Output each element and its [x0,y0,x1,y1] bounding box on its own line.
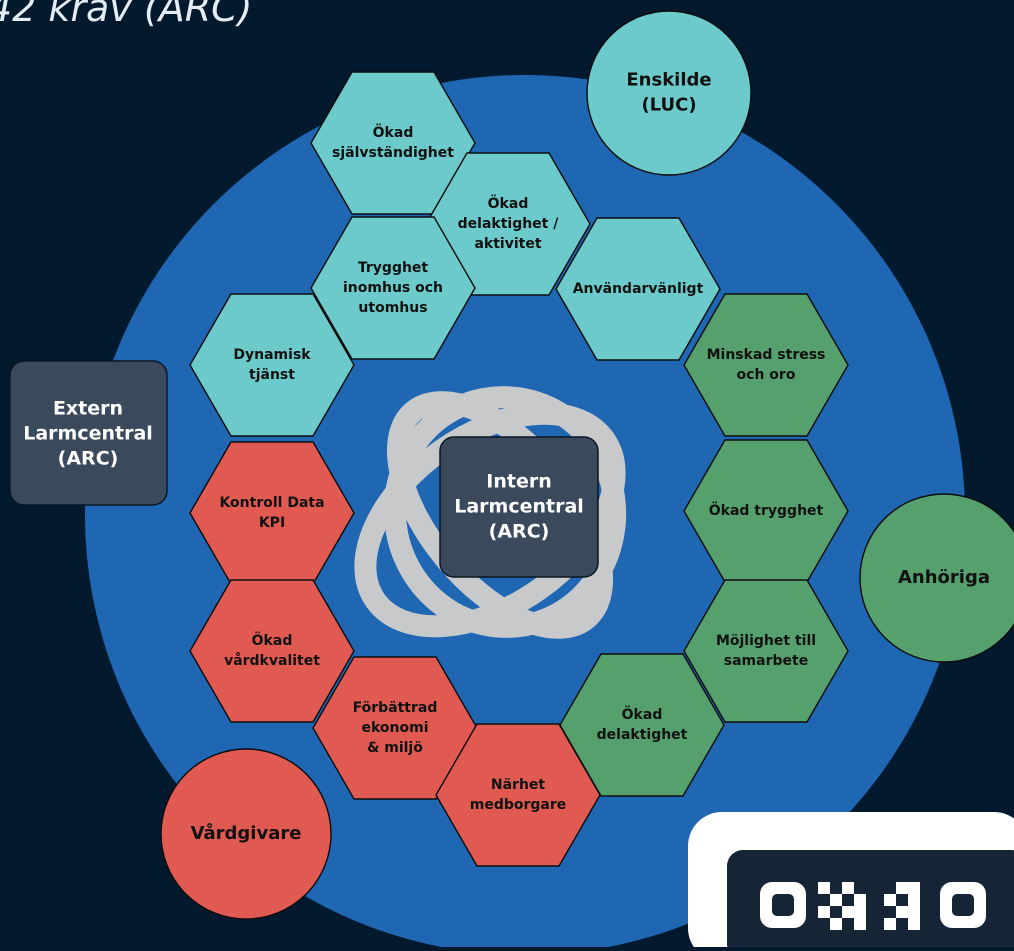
text-line: medborgare [470,797,567,813]
text-line: Trygghet [358,260,429,276]
hexagon-dynamisk-tjanst: Dynamisk tjänst [189,293,355,437]
hexagon-shape [555,217,721,361]
text-line: utomhus [358,300,427,316]
stakeholder-circle [586,10,752,176]
hexagon-label: Ökad trygghet [709,501,824,519]
text-line: inomhus och [343,280,443,296]
text-line: delaktighet [597,727,688,743]
hexagon-shape [683,293,849,437]
hexagon-forbattrad-ekonomi: Förbättrad ekonomi & miljö [312,656,478,800]
hexagon-okad-trygghet: Ökad trygghet [683,439,849,583]
text-line: Anhöriga [898,567,990,588]
hexagon-label: Förbättrad ekonomi & miljö [353,700,438,756]
hexagon-shape [310,216,476,360]
text-line: och oro [737,367,796,383]
text-line: aktivitet [474,236,541,252]
stakeholder-circle [160,748,332,920]
text-line: Användarvänligt [573,281,704,297]
hexagon-anvandarvanligt: Användarvänligt [555,217,721,361]
text-line: Extern [53,398,123,420]
text-line: Larmcentral [23,423,153,445]
text-line: & miljö [367,740,423,756]
hexagon-okad-delaktighet: Ökad delaktighet [559,653,725,797]
text-line: (LUC) [641,95,696,116]
hexagon-label: Ökad vårdkvalitet [224,631,320,669]
hexagon-mojlighet-samarbete: Möjlighet till samarbete [683,579,849,723]
text-line: Ökad [373,123,414,141]
hexagon-label: Ökad delaktighet [597,705,688,743]
hexagon-shape [312,656,478,800]
stakeholder-label: Anhöriga [898,567,990,588]
text-line: KPI [259,515,285,531]
hexagon-label: Minskad stress och oro [707,347,826,383]
text-line: Ökad trygghet [709,501,824,519]
text-line: samarbete [724,653,808,669]
hexagon-okad-sjalvstandighet: Ökad självständighet [310,71,476,215]
text-line: Ökad [488,194,529,212]
qr-code-icon [688,812,1014,951]
page-title: 42 krav (ARC) [0,0,253,30]
text-line: Larmcentral [454,496,584,518]
hexagon-trygghet-inomhus: Trygghet inomhus och utomhus [310,216,476,360]
hexagon-shape [683,579,849,723]
text-line: (ARC) [58,448,119,470]
stakeholder-label: Enskilde (LUC) [626,70,711,116]
hexagon-label: Ökad delaktighet / aktivitet [458,194,560,252]
text-line: vårdkvalitet [224,652,320,669]
hexagon-minskad-stress: Minskad stress och oro [683,293,849,437]
text-line: Minskad stress [707,347,826,363]
stakeholder-circle [859,493,1014,663]
text-line: Förbättrad [353,700,438,716]
stakeholder-enskilde: Enskilde (LUC) [586,10,752,176]
stakeholder-anhoriga: Anhöriga [859,493,1014,663]
stakeholder-label: Vårdgivare [191,822,302,844]
hexagon-label: Dynamisk tjänst [233,347,311,383]
text-line: Intern [486,471,551,493]
text-line: Dynamisk [233,347,311,363]
hexagon-shape [189,293,355,437]
hexagon-okad-vardkvalitet: Ökad vårdkvalitet [189,579,355,723]
hexagon-shape [435,723,601,867]
text-line: Ökad [622,705,663,723]
text-line: Enskilde [626,70,711,91]
hexagon-shape [189,579,355,723]
hexagon-label: Användarvänligt [573,281,704,297]
text-line: delaktighet / [458,216,560,232]
text-line: självständighet [332,145,454,161]
text-line: Ökad [252,631,293,649]
hexagon-narhet-medborgare: Närhet medborgare [435,723,601,867]
text-line: tjänst [249,367,295,383]
text-line: Kontroll Data [219,495,324,511]
text-line: (ARC) [489,521,550,543]
hexagon-label: Trygghet inomhus och utomhus [343,260,443,316]
stakeholder-vardgivare: Vårdgivare [160,748,332,920]
hexagon-label: Möjlighet till samarbete [716,633,816,669]
text-line: ekonomi [361,720,428,736]
hexagon-label: Ökad självständighet [332,123,454,161]
text-line: Närhet [491,777,546,793]
text-line: Vårdgivare [191,822,302,844]
hexagon-label: Närhet medborgare [470,777,567,813]
text-line: Möjlighet till [716,633,816,649]
